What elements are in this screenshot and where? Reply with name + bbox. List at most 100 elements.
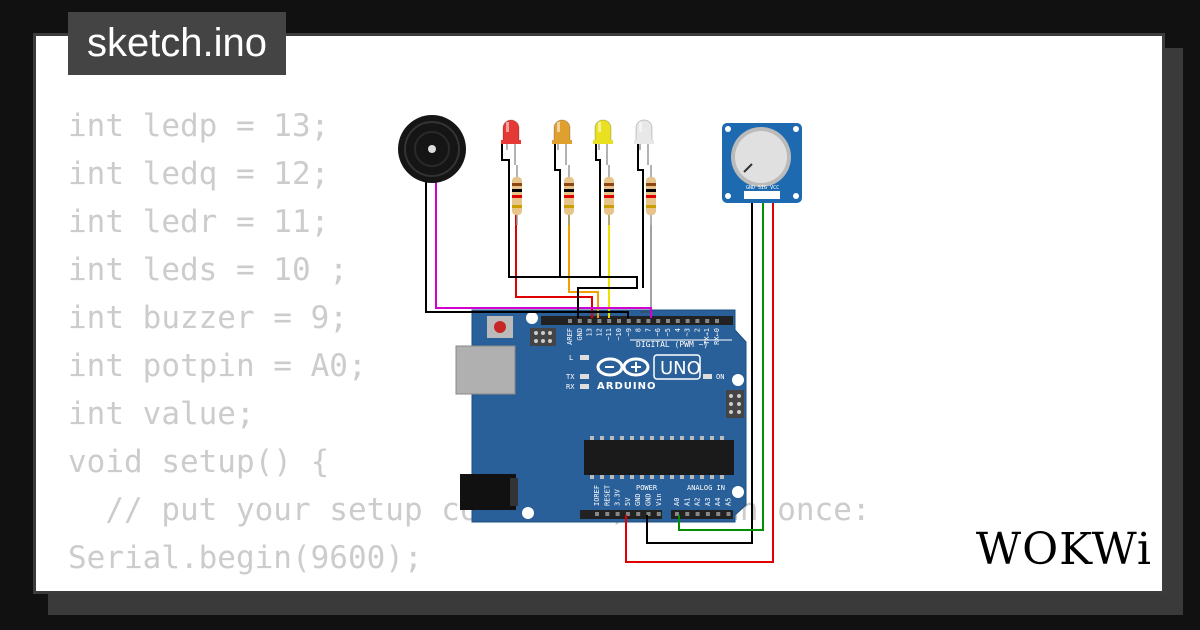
- header-pin[interactable]: [716, 512, 721, 516]
- bottom-header-pins: [595, 512, 731, 516]
- header-pin[interactable]: [705, 319, 710, 323]
- code-line: int ledr = 11;: [68, 204, 330, 240]
- wire-buzzer-signal[interactable]: [435, 180, 652, 318]
- resistor-group: [512, 165, 656, 225]
- code-line: Serial.begin(9600);: [68, 540, 423, 576]
- header-pin[interactable]: [685, 512, 690, 516]
- analog-header: [671, 510, 733, 519]
- arduino-infinity-logo: [596, 357, 650, 377]
- resistor[interactable]: [604, 165, 614, 225]
- header-pin[interactable]: [705, 512, 710, 516]
- header-pin[interactable]: [675, 512, 679, 516]
- wire-led1[interactable]: [515, 205, 593, 318]
- pin-label: 8: [635, 328, 643, 332]
- pin-label: ~3: [684, 328, 692, 336]
- wire-pot-signal[interactable]: [678, 196, 764, 531]
- header-pin[interactable]: [587, 319, 592, 323]
- pin-label: 5V: [624, 497, 632, 506]
- resistor[interactable]: [564, 165, 574, 225]
- power-jack: [460, 474, 516, 510]
- led[interactable]: [552, 119, 572, 165]
- knob-indicator: [743, 163, 753, 173]
- power-header: [580, 510, 662, 519]
- buzzer[interactable]: [398, 115, 466, 183]
- potentiometer[interactable]: GND SIG VCC: [722, 123, 802, 203]
- rx-led-label: RX: [566, 383, 575, 391]
- mounting-hole: [732, 374, 744, 386]
- header-pin[interactable]: [646, 512, 651, 516]
- code-line: int buzzer = 9;: [68, 300, 348, 336]
- analog-label: ANALOG IN: [687, 484, 725, 492]
- header-pin[interactable]: [695, 319, 700, 323]
- digital-header-label: DIGITAL (PWM ~): [636, 340, 708, 349]
- digital-header-pins: [568, 319, 719, 323]
- pin-label: A5: [725, 498, 733, 506]
- board-model: UNO: [660, 358, 701, 379]
- header-pin[interactable]: [646, 319, 651, 323]
- header-pin[interactable]: [726, 512, 731, 516]
- header-pin[interactable]: [597, 319, 602, 323]
- header-pin[interactable]: [626, 319, 631, 323]
- pin-label: A0: [673, 498, 681, 506]
- header-pin[interactable]: [615, 512, 620, 516]
- resistor[interactable]: [512, 165, 522, 225]
- wire-pot-gnd[interactable]: [646, 196, 753, 544]
- pin-label: RX←0: [713, 328, 721, 345]
- header-pin[interactable]: [666, 319, 670, 323]
- code-line: void setup() {: [68, 444, 330, 480]
- header-pin[interactable]: [685, 319, 690, 323]
- filename-tab: sketch.ino: [68, 12, 286, 75]
- pin-label: 12: [595, 328, 603, 336]
- code-line: int potpin = A0;: [68, 348, 367, 384]
- board-brand: ARDUINO: [597, 381, 656, 392]
- on-led: [703, 374, 712, 379]
- header-pin[interactable]: [636, 319, 641, 323]
- icsp-header: [530, 328, 556, 346]
- usb-connector: [455, 345, 516, 395]
- pin-label: GND: [576, 328, 584, 341]
- code-line: int leds = 10 ;: [68, 252, 348, 288]
- wire-led2[interactable]: [568, 205, 599, 318]
- header-pin[interactable]: [577, 319, 582, 323]
- header-pin[interactable]: [625, 512, 630, 516]
- wire-led-gnd-bus[interactable]: [501, 140, 638, 318]
- pin-label: TX→1: [703, 328, 711, 345]
- pin-label: ~5: [664, 328, 672, 336]
- tx-led: [580, 374, 589, 379]
- header-pin[interactable]: [595, 512, 599, 516]
- led[interactable]: [634, 119, 654, 165]
- header-pin[interactable]: [636, 512, 641, 516]
- header-pin[interactable]: [617, 319, 621, 323]
- chip-pins: [590, 436, 724, 479]
- code-line: pinMode(ledp, OUTPUT);: [68, 582, 871, 591]
- wire-buzzer-gnd[interactable]: [425, 178, 629, 318]
- header-pin[interactable]: [568, 319, 572, 323]
- header-pin[interactable]: [605, 512, 610, 516]
- pin-label: IOREF: [593, 485, 601, 506]
- header-pin[interactable]: [607, 319, 612, 323]
- pin-label: Vin: [655, 493, 663, 506]
- pin-label: 13: [586, 328, 594, 336]
- pin-label: A2: [694, 498, 702, 506]
- pot-pin-labels: GND SIG VCC: [746, 185, 779, 191]
- pin-label: ~11: [605, 328, 613, 341]
- atmega-chip: [584, 440, 734, 475]
- led-group: [501, 119, 654, 165]
- resistor[interactable]: [646, 165, 656, 225]
- header-pin[interactable]: [695, 512, 700, 516]
- pin-label: ~10: [615, 328, 623, 341]
- header-pin[interactable]: [675, 319, 680, 323]
- wire-pot-vcc[interactable]: [625, 196, 774, 563]
- led[interactable]: [593, 119, 613, 165]
- wires: [425, 140, 774, 563]
- reset-button-cap[interactable]: [494, 321, 506, 333]
- header-pin[interactable]: [656, 512, 661, 516]
- pin-label: 3.3V: [614, 488, 622, 506]
- wokwi-logo: WOKWi: [975, 524, 1152, 575]
- led[interactable]: [501, 119, 521, 165]
- header-pin[interactable]: [656, 319, 661, 323]
- header-pin[interactable]: [715, 319, 719, 323]
- pin-label: A1: [683, 498, 691, 506]
